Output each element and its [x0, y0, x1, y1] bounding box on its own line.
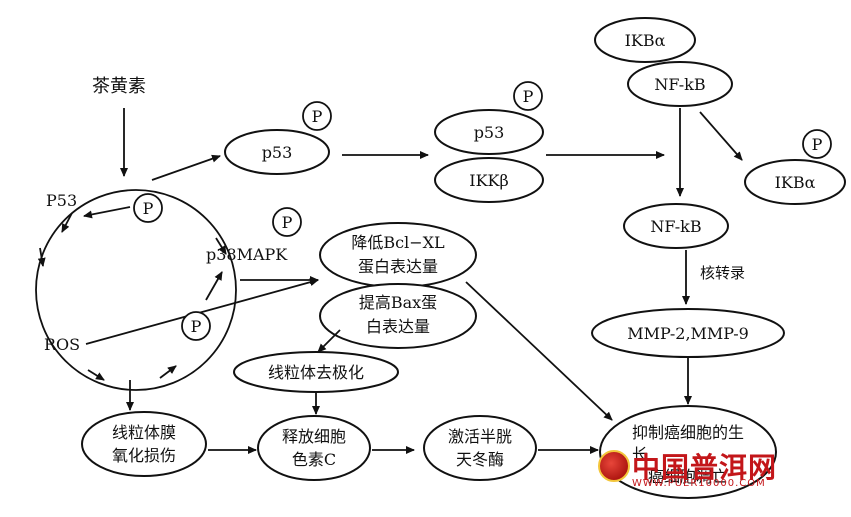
ros-label: ROS: [44, 335, 80, 354]
cycle-arrowhead-right: [215, 237, 227, 255]
mito-depol-label: 线粒体去极化: [268, 363, 364, 382]
mito-damage-label-2: 氧化损伤: [112, 446, 176, 465]
arrow-p-to-p38: [205, 271, 223, 301]
ikkb-node: [434, 157, 544, 203]
phospho-circle-3: [181, 311, 211, 341]
mmp-label: MMP-2,MMP-9: [627, 324, 749, 343]
inhibit-label-1: 抑制癌细胞的生: [632, 423, 744, 442]
caspase-label-2: 天冬酶: [456, 450, 504, 469]
caspase-node: [423, 415, 537, 481]
arrow-bax-to-mito: [317, 329, 341, 353]
p53-complex-label: p53: [474, 123, 505, 142]
tea-polyphenol-label: 茶黄素: [92, 76, 146, 97]
cycle-arrowhead-bottom-right: [159, 365, 177, 379]
cytc-node: [257, 415, 371, 481]
p53-node-label: p53: [262, 143, 293, 162]
inhibit-label-2: 长: [632, 445, 648, 464]
cycle-arrowhead-left-top: [61, 212, 73, 233]
bcl-xl-label-1: 降低Bcl−XL: [351, 233, 445, 252]
nfkb-mid-label: NF-kB: [650, 217, 701, 236]
arrow-ros-to-bcl: [85, 278, 319, 345]
p53-cycle-label: P53: [46, 191, 77, 210]
phospho-label-2: P: [282, 213, 293, 232]
nfkb-mid-node: [623, 203, 729, 249]
caspase-label-1: 激活半胱: [448, 427, 512, 446]
inhibit-label-3: 癌细胞凋亡: [648, 467, 728, 486]
arrow-p-to-p53: [83, 206, 131, 219]
p53-complex-node: [434, 109, 544, 155]
watermark-logo-icon: [598, 450, 630, 482]
phospho-circle-5: [513, 81, 543, 111]
phospho-circle-1: [133, 193, 163, 223]
phospho-label-1: P: [143, 199, 154, 218]
ikkb-label: IKKβ: [469, 171, 508, 190]
ikba-right-label: IKBα: [775, 173, 816, 192]
phospho-label-6: P: [812, 135, 823, 154]
phospho-circle-6: [802, 129, 832, 159]
ikba-right-node: [744, 159, 846, 205]
nfkb-top-label: NF-kB: [654, 75, 705, 94]
cycle-arrowhead-left: [37, 247, 46, 267]
bcl-xl-label-2: 蛋白表达量: [358, 257, 438, 276]
phospho-label-4: P: [312, 107, 323, 126]
mito-damage-node: [81, 411, 207, 477]
ikba-top-label: IKBα: [625, 31, 666, 50]
mito-damage-label-1: 线粒体膜: [112, 423, 176, 442]
cytc-label-1: 释放细胞: [282, 427, 346, 446]
phospho-circle-4: [302, 101, 332, 131]
cycle-arrowhead-bottom-left: [87, 369, 105, 381]
bax-label-2: 白表达量: [366, 317, 430, 336]
p38mapk-label: p38MAPK: [206, 245, 288, 264]
phospho-label-3: P: [191, 317, 202, 336]
watermark-name: 中国普洱网: [632, 451, 778, 484]
p53-node: [224, 129, 330, 175]
nfkb-top-node: [627, 61, 733, 107]
cytc-label-2: 色素C: [292, 450, 336, 469]
nuclear-transcription-label: 核转录: [700, 264, 745, 282]
ikba-top-node: [594, 17, 696, 63]
bax-node: [319, 283, 477, 349]
phospho-label-5: P: [523, 87, 534, 106]
p53-ros-cycle: [35, 189, 237, 391]
phospho-circle-2: [272, 207, 302, 237]
inhibit-growth-node: [599, 405, 777, 499]
arrow-bcl-to-inhibit: [465, 281, 613, 421]
arrow-cycle-to-p53: [151, 154, 221, 181]
mmp-node: [591, 308, 785, 358]
site-watermark: 中国普洱网 WWW.PUER10000.COM: [598, 446, 808, 490]
bax-label-1: 提高Bax蛋: [359, 293, 437, 312]
watermark-url: WWW.PUER10000.COM: [632, 478, 766, 489]
arrow-nfkb-to-ikba: [699, 111, 743, 161]
